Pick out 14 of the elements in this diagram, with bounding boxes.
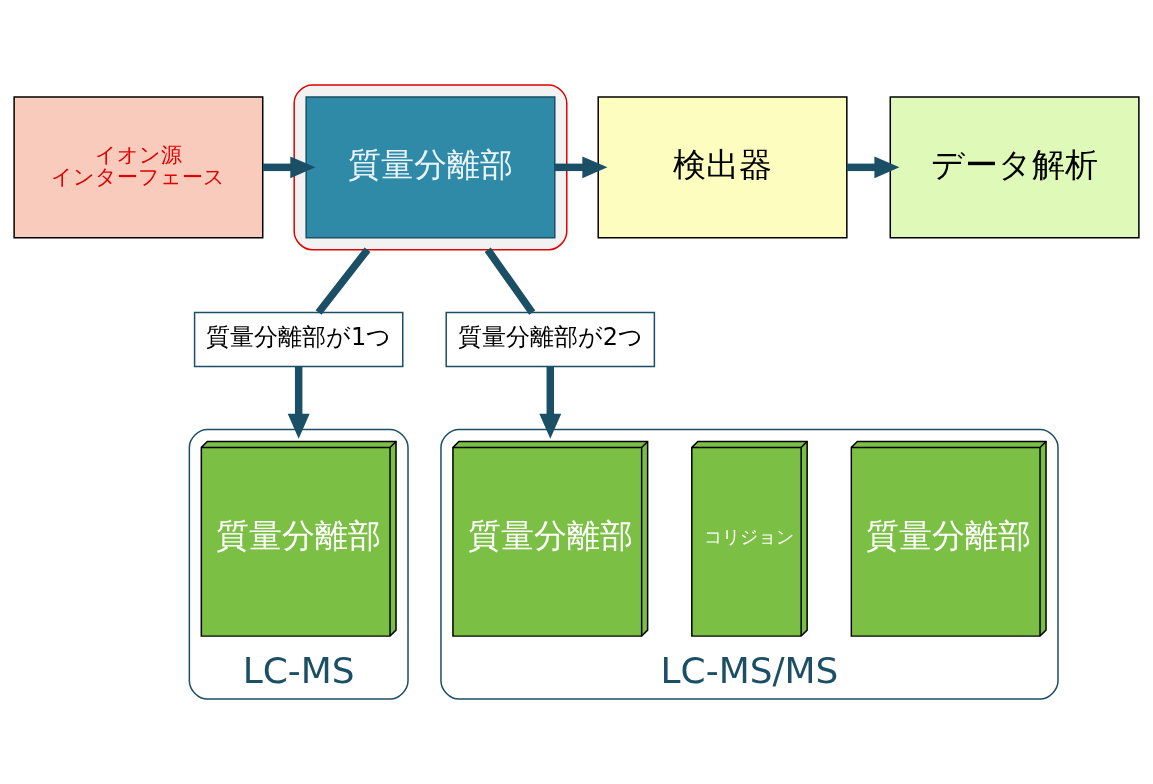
arrow: [262, 156, 316, 179]
node-box: 質量分離部が1つ: [193, 311, 404, 368]
connector: [315, 247, 371, 315]
arrow: [287, 366, 310, 439]
node-box: 質量分離部: [305, 96, 556, 239]
connector: [484, 247, 536, 315]
arrow: [554, 156, 608, 179]
arrow: [539, 366, 562, 439]
node-box: 質量分離部が2つ: [445, 311, 656, 368]
node-box: データ解析: [889, 96, 1140, 239]
cluster: [293, 84, 568, 251]
node-box: イオン源 インターフェース: [13, 96, 264, 239]
node-box: 検出器: [597, 96, 848, 239]
arrow: [846, 156, 900, 179]
